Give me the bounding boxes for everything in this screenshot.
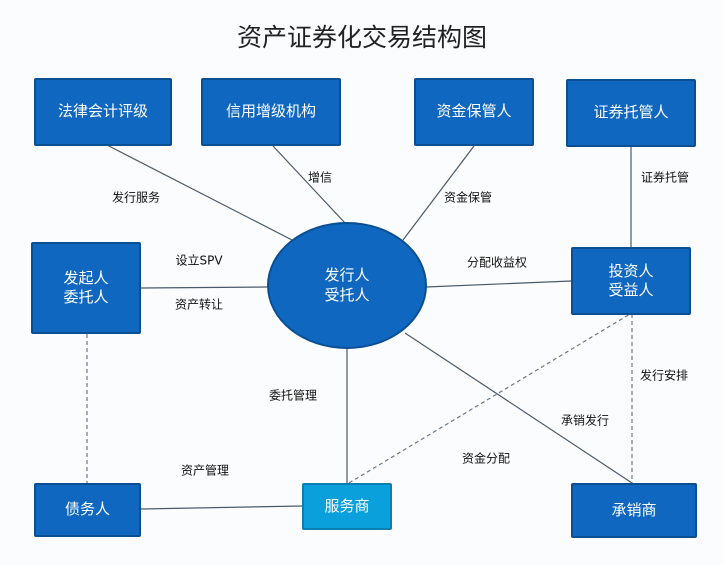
node-issuer-line2: 受托人 xyxy=(324,285,370,304)
edge-label-fund-allocation: 资金分配 xyxy=(461,451,511,466)
line-issuer-underwriter xyxy=(404,332,633,484)
edge-label-distribute-rights: 分配收益权 xyxy=(466,255,528,270)
node-issuer: 发行人 受托人 xyxy=(267,222,427,349)
edge-label-issue-arrangement: 发行安排 xyxy=(639,368,689,383)
node-originator-line2: 委托人 xyxy=(63,288,109,306)
line-issuer-investor xyxy=(425,280,572,288)
node-debtor: 债务人 xyxy=(34,483,141,537)
edge-label-fund-custody: 资金保管 xyxy=(443,190,493,205)
node-issuer-line1: 发行人 xyxy=(324,266,370,284)
node-securities-custodian: 证券托管人 xyxy=(566,79,696,147)
node-originator: 发起人 委托人 xyxy=(31,242,141,334)
node-originator-line1: 发起人 xyxy=(63,268,109,287)
node-investor: 投资人 受益人 xyxy=(571,247,691,315)
edge-label-asset-management: 资产管理 xyxy=(180,463,230,478)
line-legal-issuer xyxy=(106,144,293,241)
node-underwriter: 承销商 xyxy=(571,483,697,538)
node-legal-rating: 法律会计评级 xyxy=(34,78,172,146)
edge-label-underwriting: 承销发行 xyxy=(560,413,610,428)
node-credit-enhancement: 信用增级机构 xyxy=(201,78,341,146)
edge-label-credit-enhancement: 增信 xyxy=(307,170,333,185)
line-originator-issuer xyxy=(140,286,269,289)
edge-label-issue-service: 发行服务 xyxy=(111,190,161,205)
node-fund-custodian: 资金保管人 xyxy=(414,78,534,146)
line-funds-issuer xyxy=(402,145,475,241)
edge-label-asset-transfer: 资产转让 xyxy=(174,297,224,312)
line-debtor-servicer xyxy=(140,505,303,510)
page-title: 资产证券化交易结构图 xyxy=(236,23,487,52)
node-servicer: 服务商 xyxy=(302,483,392,530)
dashed-servicer-investor xyxy=(348,313,631,484)
line-credit-issuer xyxy=(272,145,346,224)
node-investor-line2: 受益人 xyxy=(608,281,654,299)
edge-label-securities-custody: 证券托管 xyxy=(640,170,690,185)
node-investor-line1: 投资人 xyxy=(608,261,654,280)
edge-label-entrusted-management: 委托管理 xyxy=(268,388,318,403)
edge-label-setup-spv: 设立SPV xyxy=(175,253,223,268)
